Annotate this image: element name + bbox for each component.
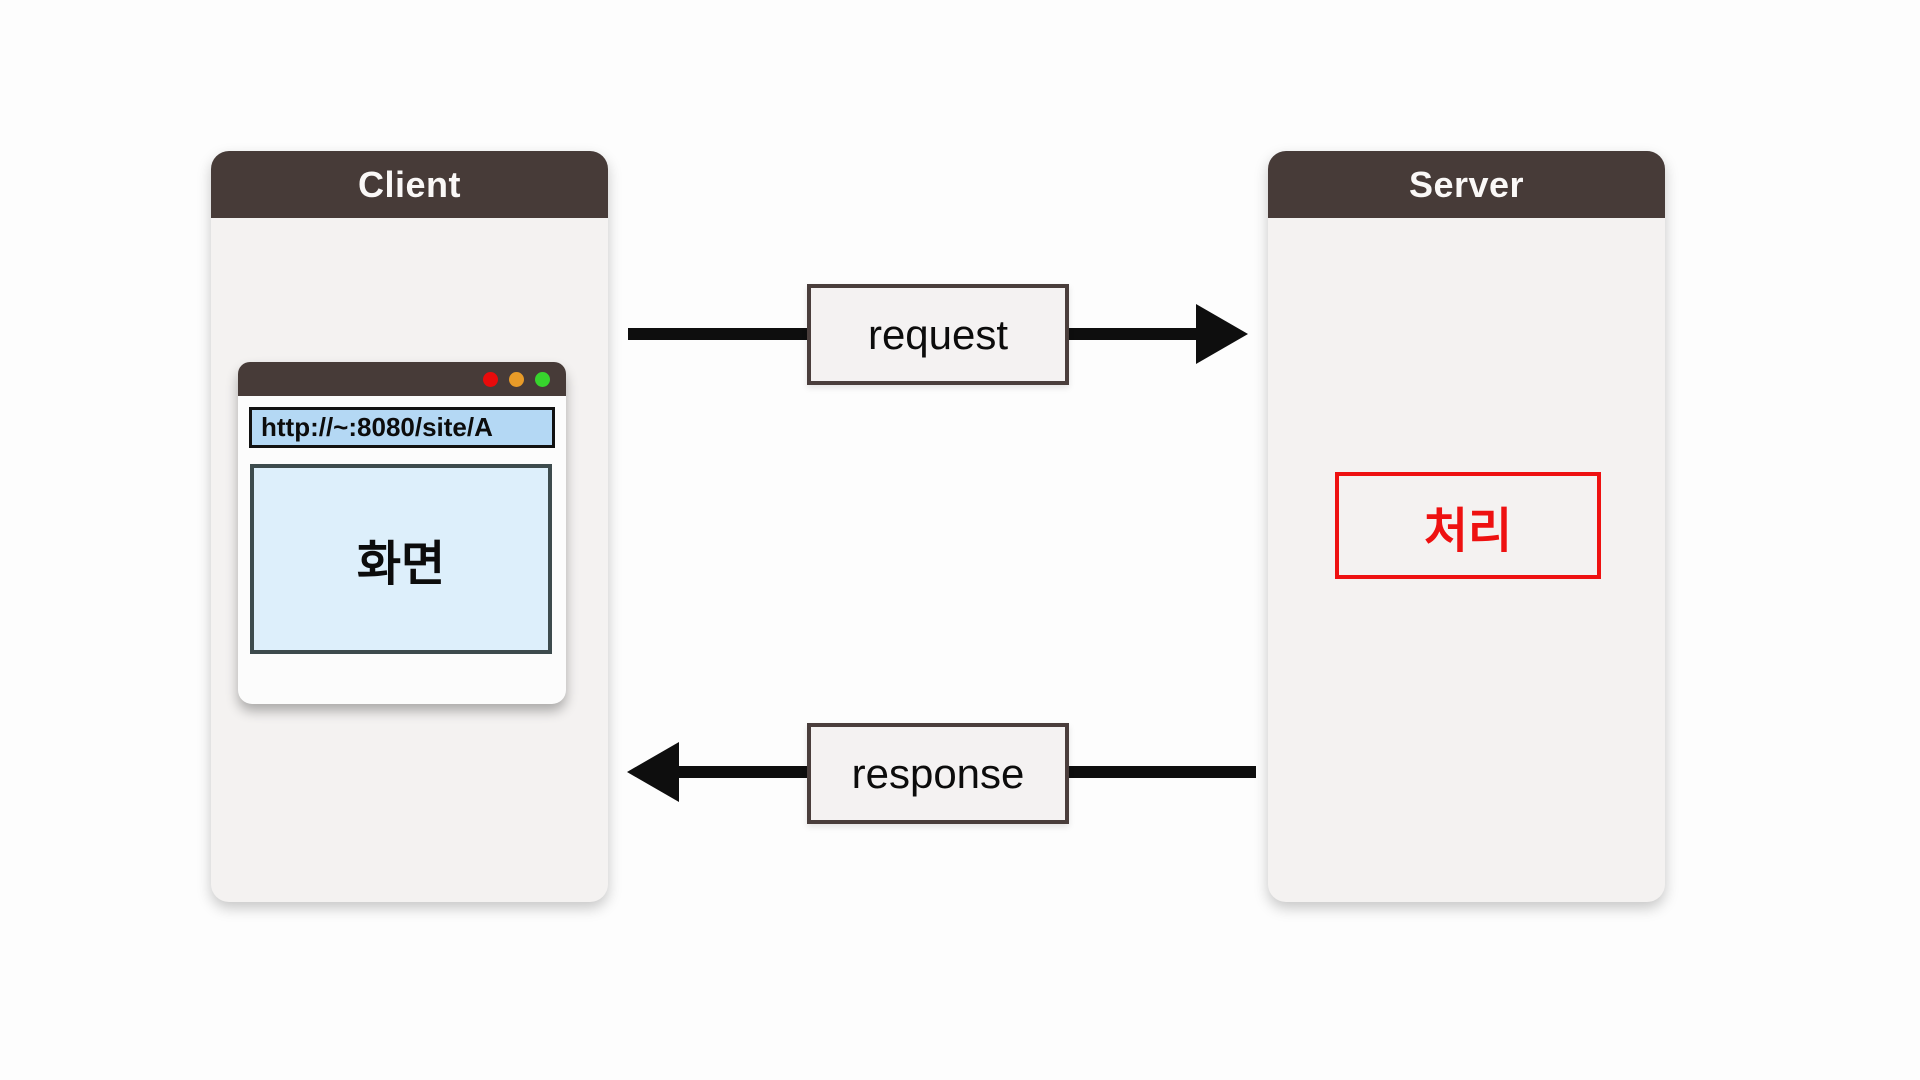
browser-screen-area: 화면 xyxy=(250,464,552,654)
traffic-light-green-icon xyxy=(535,371,550,387)
browser-url-bar: http://~:8080/site/A xyxy=(249,407,555,448)
server-title: Server xyxy=(1408,163,1525,205)
server-process-label: 처리 xyxy=(1423,504,1513,558)
response-arrowhead-icon xyxy=(627,742,679,802)
request-label: request xyxy=(867,310,1009,358)
browser-titlebar xyxy=(238,362,566,396)
request-arrowhead-icon xyxy=(1196,304,1248,364)
traffic-light-orange-icon xyxy=(509,371,524,387)
traffic-light-red-icon xyxy=(483,371,498,387)
browser-window: http://~:8080/site/A 화면 xyxy=(238,362,566,704)
response-label-box: response xyxy=(807,723,1069,824)
server-panel-header: Server xyxy=(1268,151,1665,218)
response-label: response xyxy=(851,749,1025,797)
client-panel-header: Client xyxy=(211,151,608,218)
client-title: Client xyxy=(357,163,461,205)
request-label-box: request xyxy=(807,284,1069,385)
browser-screen-label: 화면 xyxy=(356,538,446,591)
client-panel: Client http://~:8080/site/A 화면 xyxy=(211,151,608,902)
browser-url-text: http://~:8080/site/A xyxy=(261,412,493,442)
server-process-box: 처리 xyxy=(1335,472,1601,579)
server-panel: Server 처리 xyxy=(1268,151,1665,902)
